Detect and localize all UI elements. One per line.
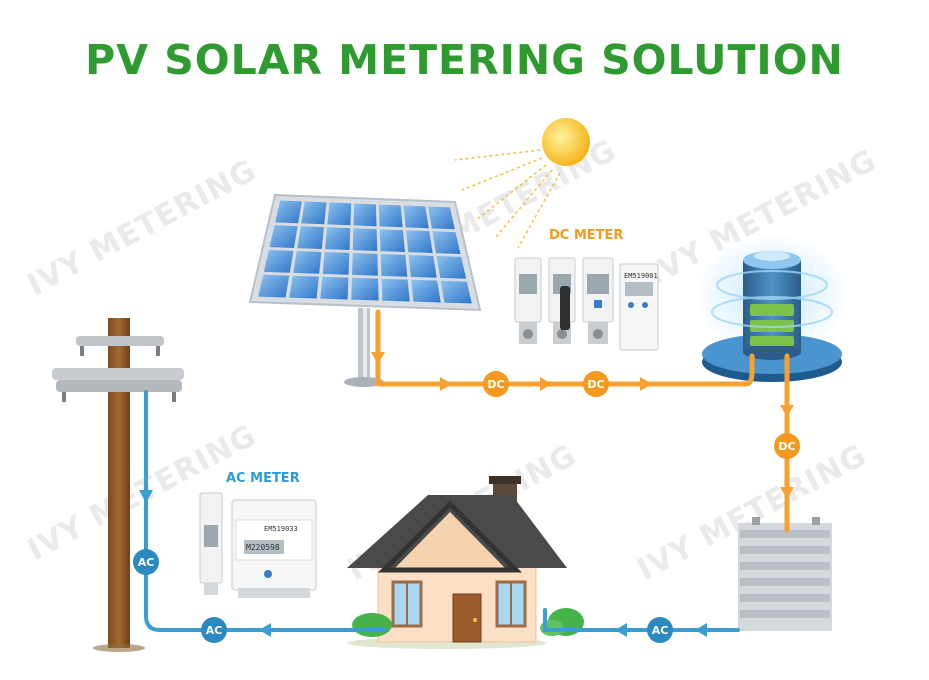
house [347,476,584,649]
solar-cell [403,205,429,229]
solar-cell [275,200,302,224]
dc-meter-3 [582,257,614,344]
svg-text:AC: AC [652,624,669,637]
solar-cell [440,280,472,304]
solar-cell [379,229,405,252]
ac-flow-arrows [139,490,707,637]
solar-cell [352,228,378,251]
solar-cell [381,278,410,302]
svg-text:DC: DC [487,378,504,391]
solar-cell [289,275,319,299]
solar-cell [406,230,433,253]
solar-cell [380,254,408,277]
svg-text:DC: DC [587,378,604,391]
dc-flow-arrows [371,352,794,499]
dc-meter-4: EM519001 [619,263,659,351]
solar-cell [258,274,290,298]
sun-icon [454,118,590,249]
svg-text:DC: DC [778,440,795,453]
solar-cell [320,276,349,300]
ac-meter-label: AC METER [226,471,300,486]
svg-text:AC: AC [138,556,155,569]
utility-pole [52,318,184,652]
dc-badge-2: DC [583,371,609,397]
solar-cell [436,256,467,279]
solar-cell [432,231,461,254]
solar-cell [327,202,352,226]
ac-badge-1: AC [133,549,159,575]
solar-cell [301,201,327,225]
inverter [738,517,832,631]
page-title: PV SOLAR METERING SOLUTION [85,36,844,84]
solar-cell [322,252,350,275]
svg-text:AC: AC [206,624,223,637]
dc-badge-3: DC [774,433,800,459]
dc-meter-model: EM519001 [624,272,658,280]
ac-badge-2: AC [201,617,227,643]
ac-meter-large: EM519033 M220598 [231,499,317,598]
solar-cell [293,251,322,274]
ac-meter-reading: M220598 [246,543,280,552]
battery-storage [694,233,850,382]
solar-cell [353,203,377,227]
dc-meters: EM519001 [514,257,659,351]
solar-cell [408,255,437,278]
dc-meter-1 [514,257,542,344]
solar-cell [351,277,379,301]
solar-cell [352,253,378,276]
ac-meters: EM519033 M220598 [199,492,317,598]
solar-cell [269,225,298,248]
ac-badge-3: AC [647,617,673,643]
solar-cell [428,206,455,230]
ac-meter-small [199,492,223,595]
solar-cell [325,227,351,250]
dc-meter-2 [548,257,576,344]
solar-cell [263,250,294,273]
dc-badge-1: DC [483,371,509,397]
solar-cell [411,279,441,303]
ac-meter-model: EM519033 [264,525,298,533]
solar-cell [297,226,324,249]
dc-meter-label: DC METER [549,228,624,243]
solar-cell [378,204,403,228]
ac-flow [144,390,740,632]
solar-panel [248,193,482,387]
